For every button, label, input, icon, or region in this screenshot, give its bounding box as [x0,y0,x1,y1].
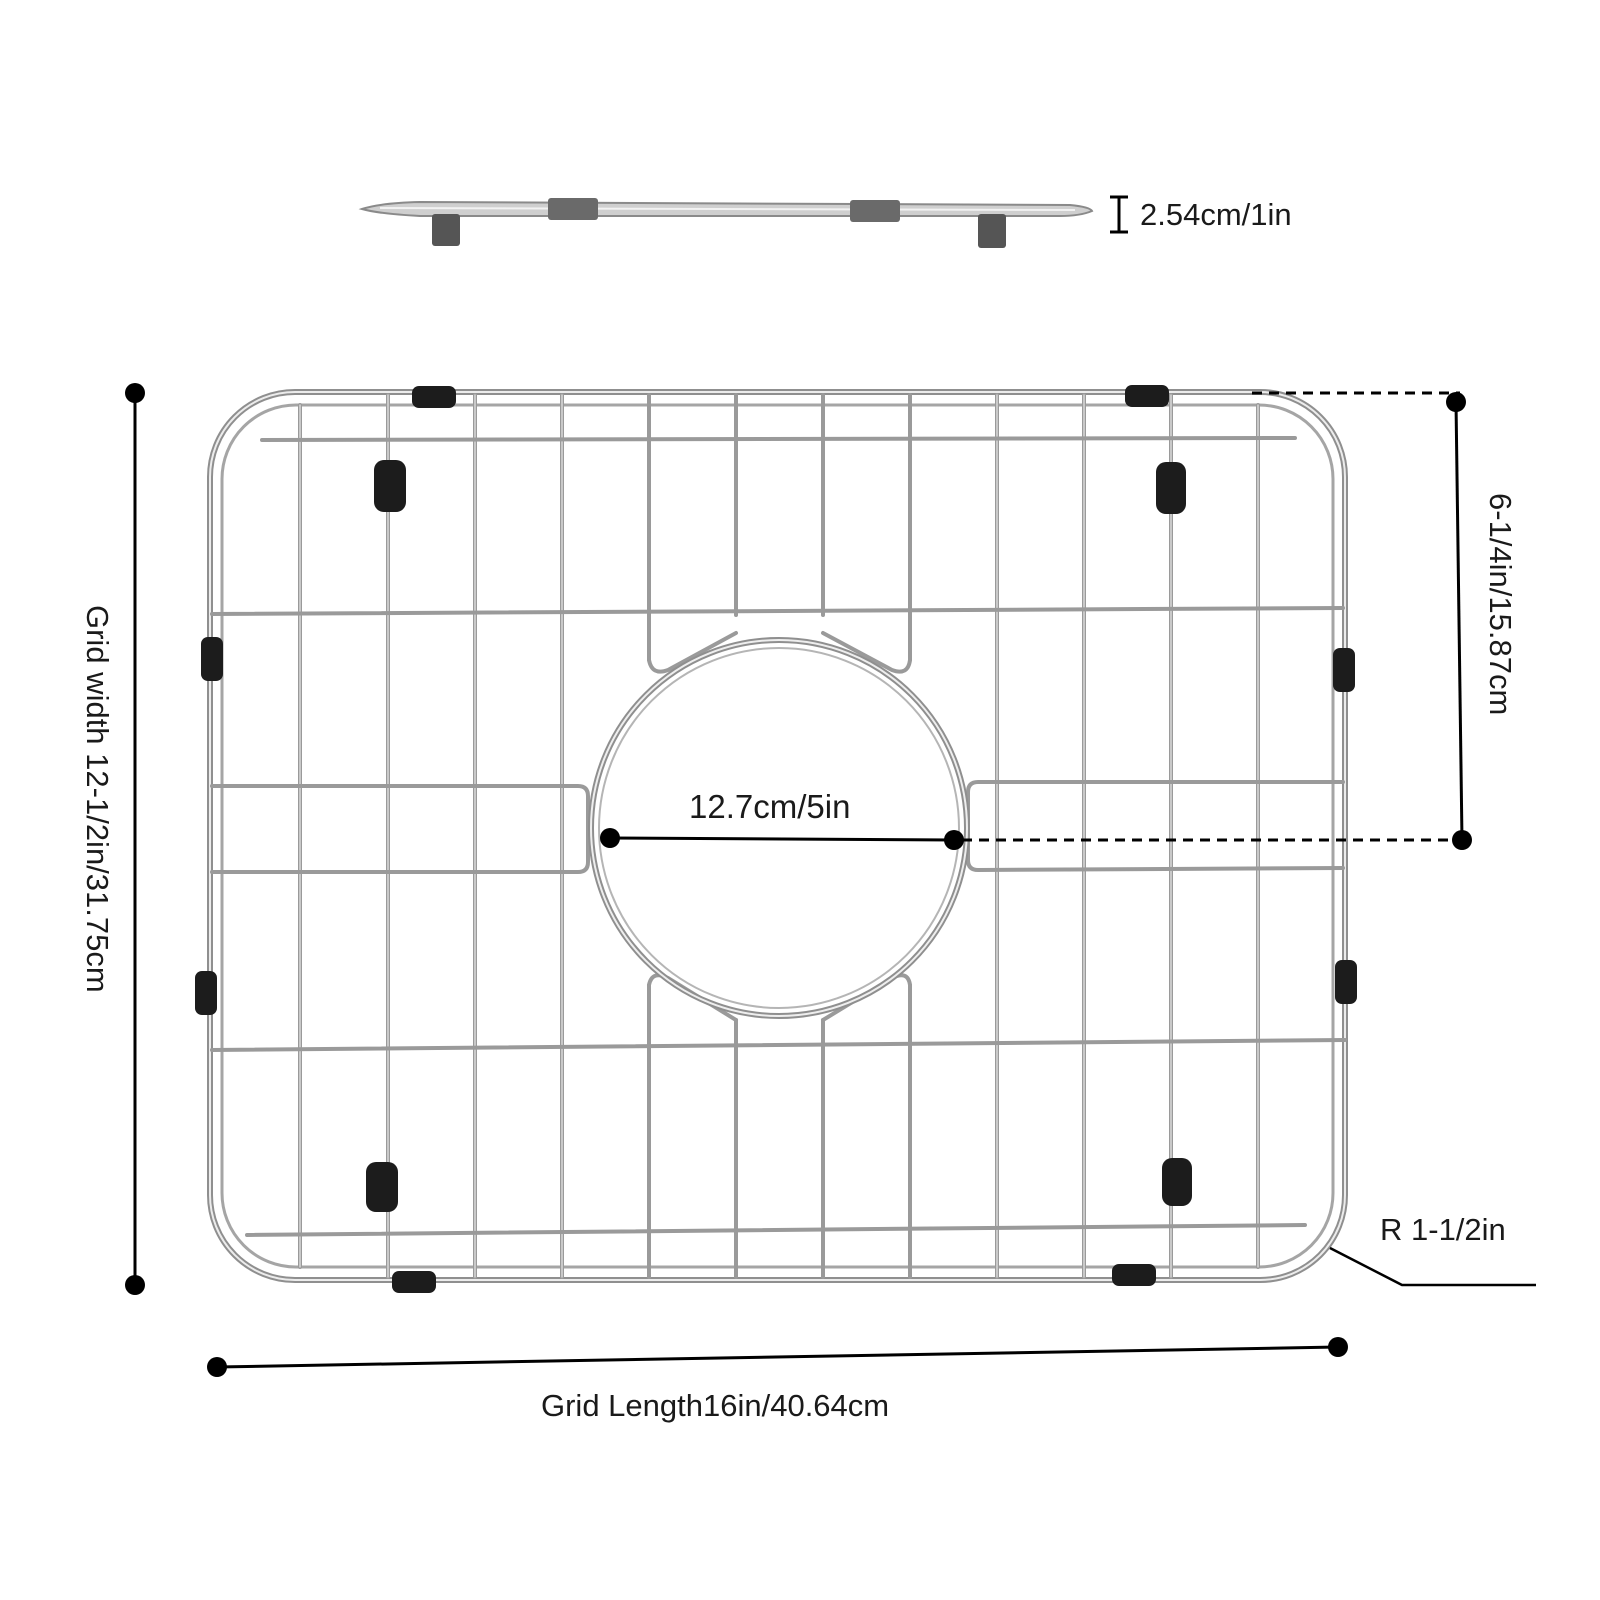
dimension-endpoint-dot [1328,1337,1348,1357]
rubber-foot [374,460,406,512]
thickness-label: 2.54cm/1in [1140,197,1292,232]
top-drain-support [647,631,912,674]
grid-length-label: Grid Length16in/40.64cm [541,1388,889,1423]
dimension-endpoint-dot [125,383,145,403]
drain-diameter-line [609,836,955,842]
rubber-foot [1162,1158,1192,1206]
rubber-bumper [392,1271,436,1293]
dimension-lines [125,383,1536,1377]
grid-length-line [216,1345,1339,1369]
dimension-endpoint-dot [125,1275,145,1295]
profile-bumper [548,198,598,220]
right-drain-bracket [966,780,1345,873]
dimension-endpoint-dot [1446,392,1466,412]
drain-offset-line [1454,401,1464,841]
profile-bumper [850,200,900,222]
rubber-foot [1156,462,1186,514]
profile-foot [432,214,460,246]
drain-diameter-label: 12.7cm/5in [689,788,850,825]
rubber-bumper [1335,960,1357,1004]
dimension-endpoint-dot [1452,830,1472,850]
dimension-endpoint-dot [600,828,620,848]
grid-vertical-wires [298,393,1260,1279]
thickness-dimension: 2.54cm/1in [1110,195,1292,234]
grid-inner-frame [220,403,1335,1269]
corner-radius-label: R 1-1/2in [1380,1212,1506,1247]
left-drain-bracket [210,784,590,874]
rubber-bumpers [195,385,1357,1293]
rubber-bumper [201,637,223,681]
profile-foot [978,214,1006,248]
dimension-labels: 12.7cm/5in Grid Length16in/40.64cm R 1-1… [80,493,1518,1423]
rubber-bumper [412,386,456,408]
grid-cross-wires [210,436,1347,1237]
grid-top-view [195,385,1357,1293]
rubber-bumper [195,971,217,1015]
dimension-endpoint-dot [944,830,964,850]
side-profile-view [358,198,1094,248]
rubber-foot [366,1162,398,1212]
drain-offset-label: 6-1/4in/15.87cm [1483,493,1518,715]
rubber-bumper [1112,1264,1156,1286]
rubber-feet [366,460,1192,1212]
rubber-bumper [1125,385,1169,407]
dimension-endpoint-dot [207,1357,227,1377]
corner-radius-leader [1329,1246,1536,1287]
grid-outer-frame [207,389,1348,1283]
rubber-bumper [1333,648,1355,692]
drain-ring [588,637,970,1019]
grid-width-label: Grid width 12-1/2in/31.75cm [80,605,115,993]
grid-vertical-wire-highlights [299,394,1259,1278]
i-beam-bracket-icon [1110,195,1128,234]
